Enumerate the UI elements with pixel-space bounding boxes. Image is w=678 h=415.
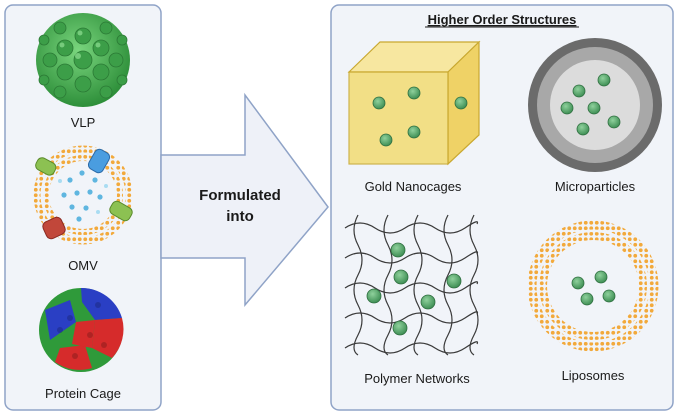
left-panel: VLP OMV [4, 4, 162, 411]
arrow-label-line1: Formulated [199, 187, 281, 204]
right-panel: Higher Order Structures Gold Nanocages [330, 4, 674, 411]
right-panel-title: Higher Order Structures [428, 12, 577, 27]
omv-icon [33, 145, 133, 245]
polymer-network-icon [344, 214, 479, 356]
gold-nanocages-label: Gold Nanocages [365, 179, 462, 194]
liposomes-label: Liposomes [562, 368, 625, 383]
protein-cage-label: Protein Cage [45, 386, 121, 401]
polymer-networks-label: Polymer Networks [364, 371, 470, 386]
microparticles-label: Microparticles [555, 179, 636, 194]
omv-label: OMV [68, 258, 98, 273]
gold-nanocage-icon [347, 40, 481, 166]
vlp-label: VLP [71, 115, 96, 130]
formulated-arrow: Formulated into [160, 92, 329, 308]
protein-cage-icon [39, 287, 124, 372]
liposome-icon [527, 220, 659, 352]
arrow-label-line2: into [226, 208, 254, 225]
microparticle-icon [528, 38, 662, 172]
vlp-icon [36, 13, 130, 107]
